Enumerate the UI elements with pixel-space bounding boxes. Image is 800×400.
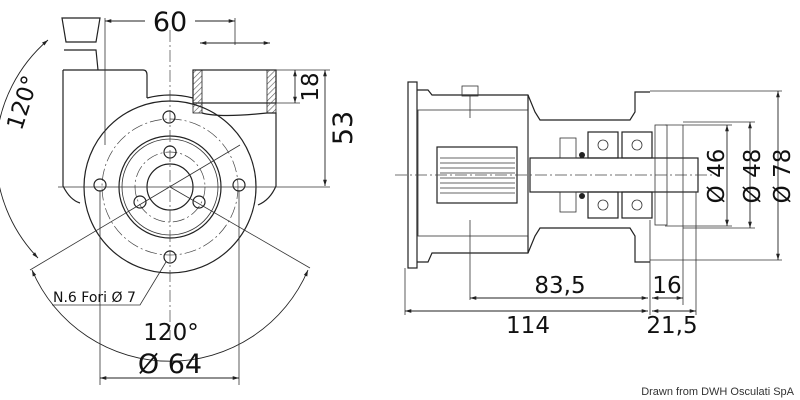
dim-83-5-label: 83,5 — [534, 273, 585, 299]
side-view: 83,5 16 114 21,5 Ø 46 Ø 48 Ø 78 — [395, 81, 796, 339]
dim-height-label: 53 — [328, 111, 359, 145]
dim-hole-circle-label: Ø 64 — [138, 349, 202, 380]
holes-note: N.6 Fori Ø 7 — [53, 290, 136, 306]
dia-48-label: Ø 48 — [740, 149, 766, 204]
dia-78-label: Ø 78 — [770, 149, 796, 204]
dim-21-5-label: 21,5 — [646, 313, 697, 339]
front-view: 60 18 53 120° 120° Ø 64 N.6 Fori Ø 7 — [0, 7, 359, 385]
dia-46-label: Ø 46 — [704, 149, 730, 204]
dim-114-label: 114 — [506, 313, 550, 339]
impeller-splines — [440, 157, 515, 194]
credit-text: Drawn from DWH Osculati SpA — [641, 386, 794, 398]
dim-width-label: 60 — [153, 7, 187, 38]
angle-bottom-label: 120° — [143, 320, 198, 346]
angle-left-label: 120° — [2, 72, 44, 133]
dim-16-label: 16 — [652, 273, 681, 299]
dim-port-label: 18 — [298, 72, 324, 101]
